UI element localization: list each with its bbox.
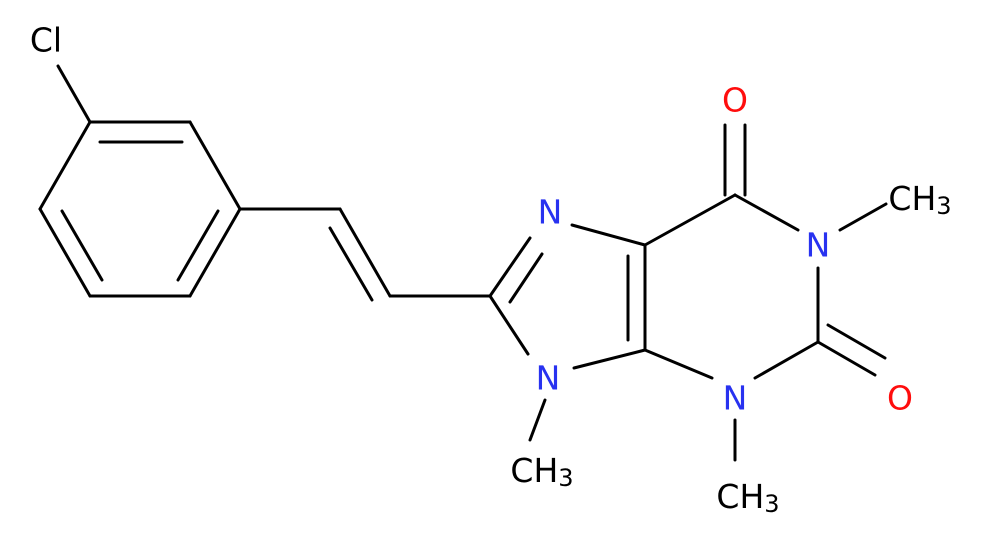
bond-c2-n3 bbox=[753, 340, 820, 380]
nitrogen-label-n7: N bbox=[538, 193, 563, 232]
methyl-n3-main: CH bbox=[716, 477, 764, 516]
bond-c8-n7-double bbox=[508, 252, 544, 304]
chlorine-label: Cl bbox=[30, 21, 62, 60]
bond-c2-o2-a bbox=[816, 340, 877, 377]
substituent-bonds bbox=[528, 123, 888, 462]
pyrimidine-ring bbox=[643, 193, 820, 380]
methyl-n9-main: CH bbox=[510, 451, 558, 490]
bond-ring-3 bbox=[188, 207, 242, 298]
bond-c2-o2-b bbox=[826, 323, 887, 360]
bond-c4-n9 bbox=[572, 348, 647, 370]
bond-n3-c4 bbox=[643, 348, 714, 380]
vinyl-linker bbox=[238, 207, 492, 302]
bond-c-cl bbox=[56, 64, 92, 124]
bond-ring-2 bbox=[188, 120, 242, 211]
chlorophenyl-ring bbox=[38, 64, 242, 298]
bond-n9-c8 bbox=[488, 294, 530, 356]
bond-c6-n1 bbox=[733, 193, 800, 232]
methyl-label-n3: CH3 bbox=[716, 477, 779, 519]
methyl-n9-subscript: 3 bbox=[558, 464, 573, 492]
oxygen-label-o6: O bbox=[722, 81, 748, 120]
bond-ring-5 bbox=[38, 207, 92, 298]
imidazole-ring bbox=[488, 223, 647, 370]
bond-ring-6 bbox=[38, 120, 92, 211]
bond-n1-me bbox=[838, 202, 888, 232]
bond-c5-c6 bbox=[643, 193, 737, 247]
methyl-label-n1: CH3 bbox=[888, 179, 951, 221]
bond-n7-c5 bbox=[570, 223, 647, 247]
bond-ring-5-inner bbox=[60, 209, 104, 282]
nitrogen-label-n1: N bbox=[806, 226, 831, 265]
nitrogen-label-n3: N bbox=[723, 379, 748, 418]
atom-labels: Cl O O N N N N CH3 CH3 CH3 bbox=[30, 21, 952, 519]
bond-ring-3-inner bbox=[176, 209, 220, 282]
bond-vinyl-double-b bbox=[328, 226, 374, 302]
bond-c8-n7 bbox=[488, 236, 532, 298]
methyl-n1-subscript: 3 bbox=[936, 192, 951, 220]
oxygen-label-o2: O bbox=[887, 379, 913, 418]
methyl-n3-subscript: 3 bbox=[764, 490, 779, 518]
bond-n9-me bbox=[528, 398, 547, 442]
methyl-n1-main: CH bbox=[888, 179, 936, 218]
methyl-label-n9: CH3 bbox=[510, 451, 573, 493]
bond-vinyl-double-a bbox=[338, 207, 392, 298]
nitrogen-label-n9: N bbox=[536, 359, 561, 398]
